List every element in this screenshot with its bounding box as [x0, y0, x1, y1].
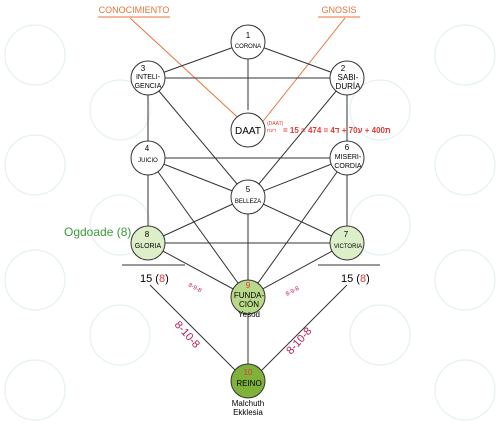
svg-text:7: 7	[344, 230, 349, 239]
mid-left-label: 8-9-8	[187, 282, 203, 294]
ogdoade-label: Ogdoade (8)	[64, 225, 131, 239]
svg-text:DURÍA: DURÍA	[336, 82, 362, 91]
svg-text:DAAT: DAAT	[235, 126, 261, 137]
svg-text:3: 3	[141, 64, 146, 73]
svg-text:FUNDA-: FUNDA-	[234, 291, 265, 300]
fifteen-left: 15 (8)	[140, 273, 169, 285]
node-victoria[interactable]: 7 VICTORIA	[329, 225, 365, 261]
yesod-label: Yesod	[238, 310, 260, 319]
svg-text:CORDIA: CORDIA	[334, 163, 362, 170]
svg-text:10: 10	[244, 368, 253, 377]
svg-text:BELLEZA: BELLEZA	[235, 199, 261, 205]
svg-text:CORONA: CORONA	[235, 44, 261, 50]
node-misericordia[interactable]: 6 MISERI- CORDIA	[329, 140, 365, 176]
svg-text:SABI-: SABI-	[338, 73, 359, 82]
fifteen-right: 15 (8)	[341, 273, 370, 285]
svg-text:1: 1	[246, 31, 251, 40]
svg-text:VICTORIA: VICTORIA	[334, 244, 362, 250]
svg-text:2: 2	[341, 64, 346, 73]
node-belleza[interactable]: 5 BELLEZA	[230, 179, 266, 215]
svg-text:9: 9	[246, 281, 251, 290]
svg-text:6: 6	[345, 143, 350, 152]
ekklesia-label: Ekklesia	[233, 408, 263, 417]
svg-text:INTELI-: INTELI-	[136, 74, 161, 81]
conocimiento-label: CONOCIMIENTO	[99, 5, 170, 15]
gnosis-label: GNOSIS	[321, 5, 356, 15]
gnosis-line	[259, 17, 346, 126]
daat-small-label: (DAAT)	[267, 121, 284, 127]
node-daat[interactable]: DAAT	[230, 112, 266, 148]
daat-formula: = ת400 + ע70 + ד4 = 474 = 15	[283, 126, 391, 135]
lower-left-line	[149, 284, 241, 376]
malchuth-label: Malchuth	[232, 399, 264, 408]
lower-right-label: 8-10-8	[284, 325, 314, 357]
svg-text:4: 4	[145, 144, 150, 153]
conocimiento-line	[129, 17, 247, 126]
svg-text:GLORIA: GLORIA	[135, 243, 162, 250]
node-gloria[interactable]: 8 GLORIA	[130, 225, 166, 261]
svg-text:REINO: REINO	[236, 379, 261, 388]
background-watermark	[4, 24, 496, 421]
node-fundacion[interactable]: 9 FUNDA- CIÓN	[230, 279, 266, 315]
node-juicio[interactable]: 4 JUICIO	[130, 140, 166, 176]
lower-right-line	[256, 284, 348, 376]
svg-text:GENCIA: GENCIA	[135, 83, 162, 90]
svg-text:CIÓN: CIÓN	[239, 300, 259, 309]
daat-hebrew-label: דעת	[267, 128, 276, 134]
node-corona[interactable]: 1 CORONA	[230, 24, 266, 60]
node-reino[interactable]: 10 REINO	[230, 363, 266, 399]
node-sabiduria[interactable]: 2 SABI- DURÍA	[329, 60, 365, 96]
svg-text:JUICIO: JUICIO	[138, 158, 158, 164]
svg-text:5: 5	[246, 185, 251, 194]
lower-left-label: 8-10-8	[172, 319, 202, 351]
mid-right-label: 8-9-8	[285, 286, 301, 298]
svg-text:MISERI-: MISERI-	[335, 154, 362, 161]
node-inteligencia[interactable]: 3 INTELI- GENCIA	[130, 60, 166, 96]
svg-text:8: 8	[145, 230, 150, 239]
